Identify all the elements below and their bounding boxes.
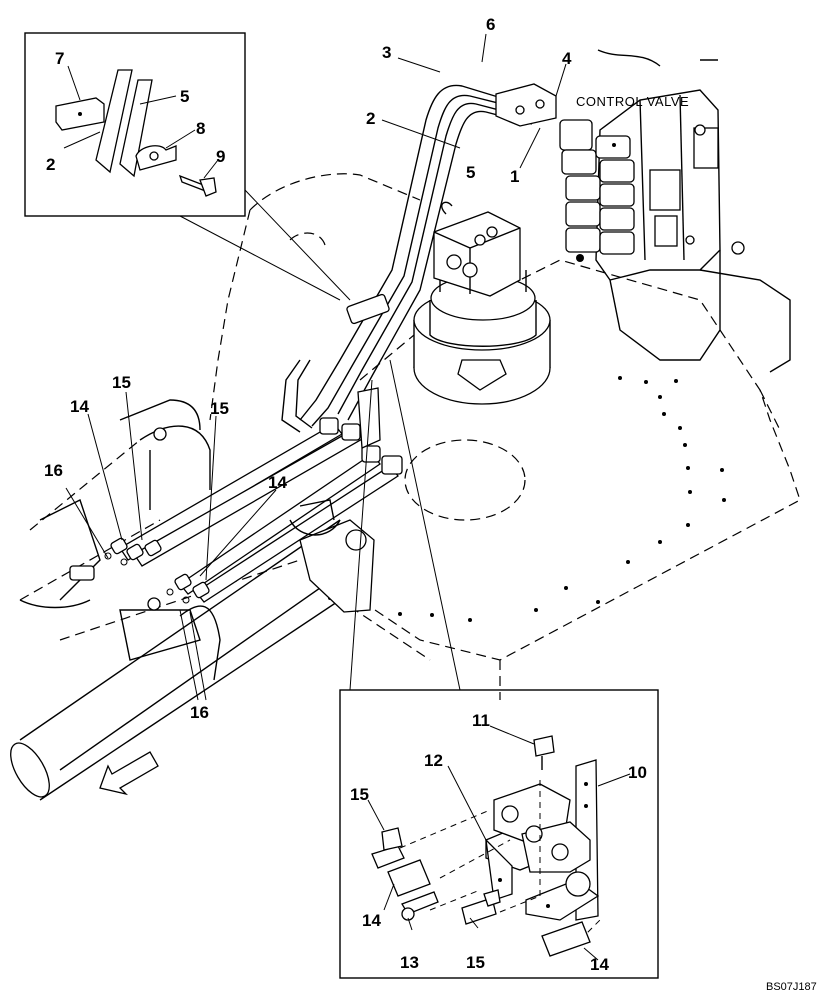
inset-clamp-details xyxy=(24,32,246,217)
callout-11: 11 xyxy=(472,711,490,730)
pilot-hoses xyxy=(104,387,403,604)
pilot-pipes xyxy=(281,83,557,433)
swivel-joint xyxy=(413,201,551,405)
callout-1: 1 xyxy=(510,167,519,186)
callout-5-inset: 5 xyxy=(180,87,189,106)
plate-bolt-holes xyxy=(328,376,726,622)
callout-numbers: 7 5 8 2 9 6 3 4 2 5 1 15 14 15 16 14 16 … xyxy=(44,15,647,974)
callout-16-left: 16 xyxy=(44,461,63,480)
callout-14-mid: 14 xyxy=(268,473,287,492)
drawing-code: BS07J187 xyxy=(766,981,817,993)
callout-4: 4 xyxy=(562,49,572,68)
callout-15-mid: 15 xyxy=(210,399,229,418)
boom-cylinder xyxy=(10,399,375,801)
leader-lines xyxy=(63,33,631,961)
callout-14-inset-right: 14 xyxy=(590,955,609,974)
callout-7: 7 xyxy=(55,49,64,68)
callout-9: 9 xyxy=(216,147,225,166)
inset-bracket-details xyxy=(339,689,659,979)
callout-16-bottom: 16 xyxy=(190,703,209,722)
hose-fittings-left xyxy=(104,537,210,604)
callout-2-main: 2 xyxy=(366,109,375,128)
front-direction-arrow xyxy=(99,751,159,796)
callout-14-left: 14 xyxy=(70,397,89,416)
callout-15-inset-left: 15 xyxy=(350,785,369,804)
callout-15-inset-right: 15 xyxy=(466,953,485,972)
control-valve-label: CONTROL VALVE xyxy=(576,94,689,109)
callout-3: 3 xyxy=(382,43,391,62)
callout-14-inset-left: 14 xyxy=(362,911,381,930)
callout-8: 8 xyxy=(196,119,205,138)
callout-15-left: 15 xyxy=(112,373,131,392)
callout-6: 6 xyxy=(486,15,495,34)
callout-13: 13 xyxy=(400,953,419,972)
control-valve xyxy=(559,49,791,373)
callout-2-inset: 2 xyxy=(46,155,55,174)
callout-5-main: 5 xyxy=(466,163,475,182)
callout-10: 10 xyxy=(628,763,647,782)
callout-12: 12 xyxy=(424,751,443,770)
